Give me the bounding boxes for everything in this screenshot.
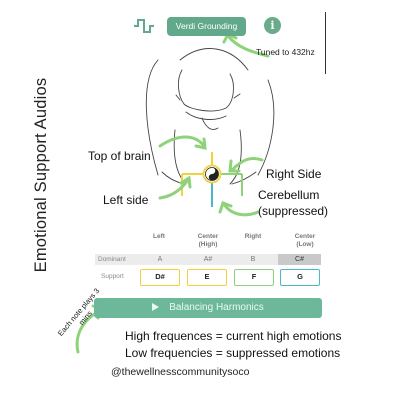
support-note-center-low[interactable]: G <box>280 269 320 286</box>
preset-button[interactable]: Verdi Grounding <box>167 17 246 36</box>
arrow-tuned <box>226 34 270 58</box>
yin-yang-icon <box>202 164 222 184</box>
label-right-side: Right Side <box>266 167 322 181</box>
dominant-cell-center-high: A# <box>203 256 213 263</box>
arrow-left-side <box>158 178 190 200</box>
play-icon <box>152 303 160 311</box>
support-note-left[interactable]: D# <box>140 269 180 286</box>
label-top-of-brain: Top of brain <box>88 149 151 163</box>
dominant-row-label: Dominant <box>98 256 126 263</box>
play-button[interactable]: Balancing Harmonics <box>94 298 322 318</box>
support-note-center-high[interactable]: E <box>187 269 227 286</box>
label-left-side: Left side <box>103 193 149 207</box>
support-note-right[interactable]: F <box>234 269 274 286</box>
side-title: Emotional Support Audios <box>32 77 50 273</box>
info-line-high: High frequences = current high emotions <box>125 329 342 343</box>
tuned-label: Tuned to 432hz <box>256 47 315 57</box>
social-handle: @thewellnesscommunitysoco <box>111 366 250 378</box>
info-icon[interactable]: i <box>264 17 281 34</box>
info-line-low: Low frequencies = suppressed emotions <box>125 346 341 360</box>
col-header-left: Left <box>153 233 165 240</box>
col-header-center-high: Center (High) <box>197 233 219 248</box>
label-cerebellum: Cerebellum <box>258 188 320 202</box>
support-row-label: Support <box>101 273 124 280</box>
col-header-right: Right <box>244 233 262 240</box>
dominant-cell-center-low: C# <box>278 254 321 265</box>
dominant-cell-right: B <box>250 256 256 263</box>
divider-line <box>325 12 326 74</box>
play-button-label: Balancing Harmonics <box>169 302 264 313</box>
col-header-center-low: Center (Low) <box>294 233 316 248</box>
dominant-row-bar <box>95 254 321 265</box>
label-suppressed: (suppressed) <box>258 204 329 218</box>
arrow-top-brain <box>158 135 206 148</box>
square-wave-icon[interactable] <box>133 17 155 35</box>
arrow-right-side <box>230 156 264 172</box>
dominant-cell-left: A <box>157 256 163 263</box>
arrow-cerebellum <box>222 202 260 217</box>
